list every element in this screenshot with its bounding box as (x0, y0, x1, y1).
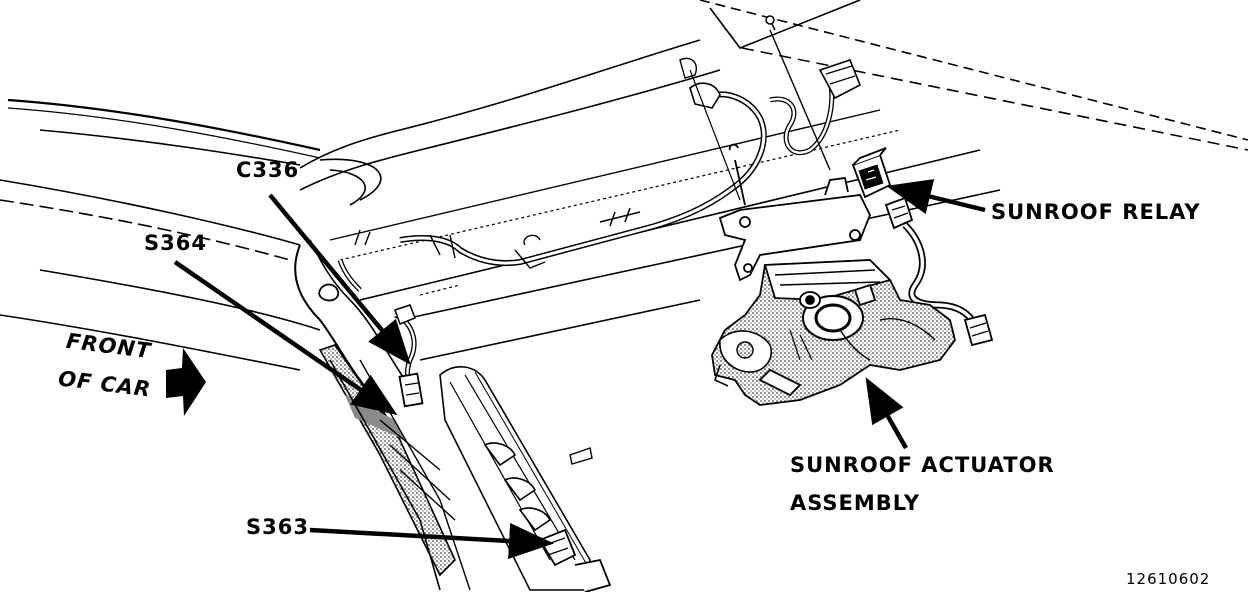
c336-leader (268, 193, 411, 365)
roof-panel-outline (0, 0, 1248, 371)
s364-leader (173, 260, 398, 416)
sunroof-actuator-label-line1: SUNROOF ACTUATOR (790, 453, 1055, 477)
actuator-mounting-bracket (718, 143, 871, 282)
front-direction-arrow (166, 348, 206, 416)
leader-arrows (173, 179, 986, 559)
sunroof-actuator-leader (865, 377, 908, 450)
s363-splice-label: S363 (246, 515, 309, 539)
upper-wire-harness (399, 15, 862, 269)
sunroof-actuator-label-line2: ASSEMBLY (790, 491, 921, 515)
figure-number: 12610602 (1126, 570, 1211, 588)
sunroof-relay-leader (886, 179, 986, 215)
sunroof-relay-label: SUNROOF RELAY (991, 200, 1201, 224)
sunroof-actuator-assembly (711, 259, 956, 406)
s363-leader (309, 523, 554, 559)
windshield-trim-strip (439, 366, 612, 592)
actuator-harness (902, 222, 994, 347)
s364-splice-label: S364 (144, 231, 207, 255)
c336-connector-label: C336 (236, 158, 300, 182)
